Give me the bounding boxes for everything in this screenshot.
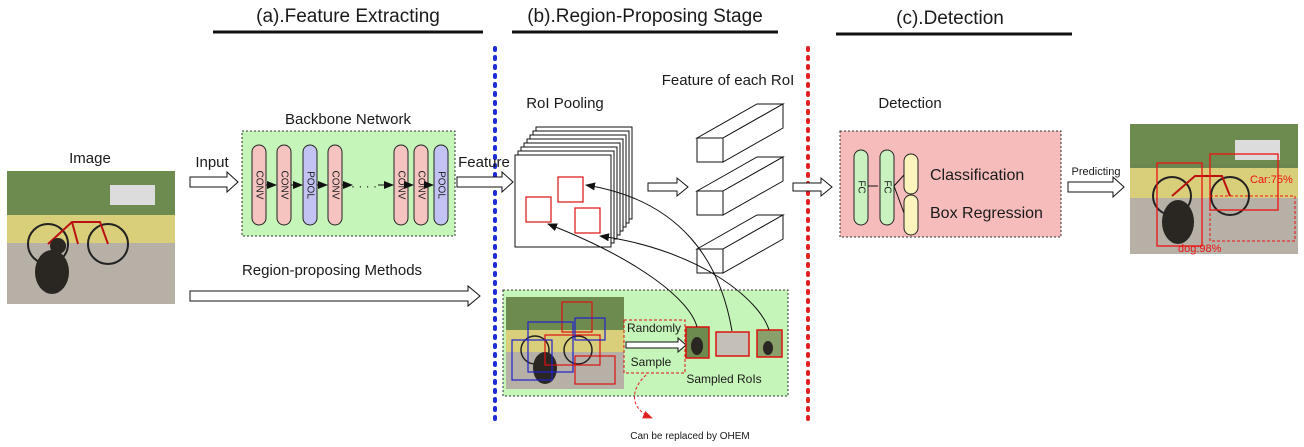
backbone-layer-text: CONV [395,171,406,200]
car-prediction: Car:75% [1250,174,1293,186]
roi-feature-cuboid [695,214,785,274]
stage-b-title: (b).Region-Proposing Stage [527,6,763,27]
predicting-arrow [1067,175,1125,199]
backbone-layer-text: CONV [253,171,264,200]
backbone-ellipsis: · · · · [351,179,377,193]
classification-label: Classification [930,167,1024,184]
backbone-layer-conv: CONV [327,144,343,226]
roi-feature-cuboid [695,156,785,216]
feature-arrow [456,170,514,194]
backbone-layer-text: CONV [415,171,426,200]
predicting-label: Predicting [1072,166,1121,178]
backbone-layer-pool: POOL [433,144,449,226]
roi-feature-cuboid [695,103,785,163]
dog-prediction: dog:98% [1178,243,1222,255]
backbone-layer-text: CONV [278,171,289,200]
sampled-roi-crop [756,329,783,358]
backbone-layer-conv: CONV [393,144,409,226]
backbone-layers: CONV CONV POOL CONV CONV CONV POOL [251,144,449,226]
ohem-arrow [634,374,653,419]
fc-connector [893,185,905,214]
input-label: Input [195,154,229,171]
detection-panel [839,130,1062,238]
sample-arrow [625,336,687,354]
roi-project-arrow [547,223,698,328]
stage-a-title: (a).Feature Extracting [256,6,440,27]
backbone-layer-conv: CONV [413,144,429,226]
fc-layers: FC FC [853,149,895,226]
detection-label: Detection [878,95,941,112]
roi-project-arrow [585,182,733,332]
feature-map-front [514,154,612,248]
randomly-label: Randomly [627,321,681,335]
region-methods-arrow [189,284,481,308]
sampled-rois-label: Sampled RoIs [686,372,761,386]
roi-to-feature-arrow [647,176,689,198]
proposal-photo [506,297,624,389]
feature-to-detection-arrow [792,176,833,198]
ohem-note: Can be replaced by OHEM [630,431,750,442]
input-photo [7,171,175,304]
head-pill [903,194,919,236]
box-regression-label: Box Regression [930,205,1043,222]
sampled-roi-crop [715,331,750,357]
roi-box [525,196,552,223]
sampled-roi-crop [685,326,710,359]
backbone-label: Backbone Network [285,111,411,128]
head-pill [903,153,919,195]
image-label: Image [69,150,111,167]
output-photo [1130,124,1298,254]
roi-box [557,176,584,203]
region-methods-label: Region-proposing Methods [242,262,422,279]
fc-layer-text: FC [855,180,866,193]
fc-layer: FC [853,149,869,226]
backbone-layer-conv: CONV [276,144,292,226]
backbone-layer-conv: CONV [251,144,267,226]
fc-layer-text: FC [881,180,892,193]
feature-each-roi-label: Feature of each RoI [662,72,795,89]
backbone-layer-text: POOL [304,171,315,199]
stage-c-title: (c).Detection [896,8,1004,29]
backbone-layer-text: CONV [329,171,340,200]
roi-box [574,207,601,234]
fc-connector [893,174,905,187]
feature-label: Feature [458,154,510,171]
backbone-layer-pool: POOL [302,144,318,226]
roi-pooling-label: RoI Pooling [526,95,604,112]
sample-label: Sample [631,355,672,369]
fc-layer: FC [879,149,895,226]
input-arrow [189,170,239,194]
roi-project-arrow [599,233,770,331]
backbone-layer-text: POOL [435,171,446,199]
